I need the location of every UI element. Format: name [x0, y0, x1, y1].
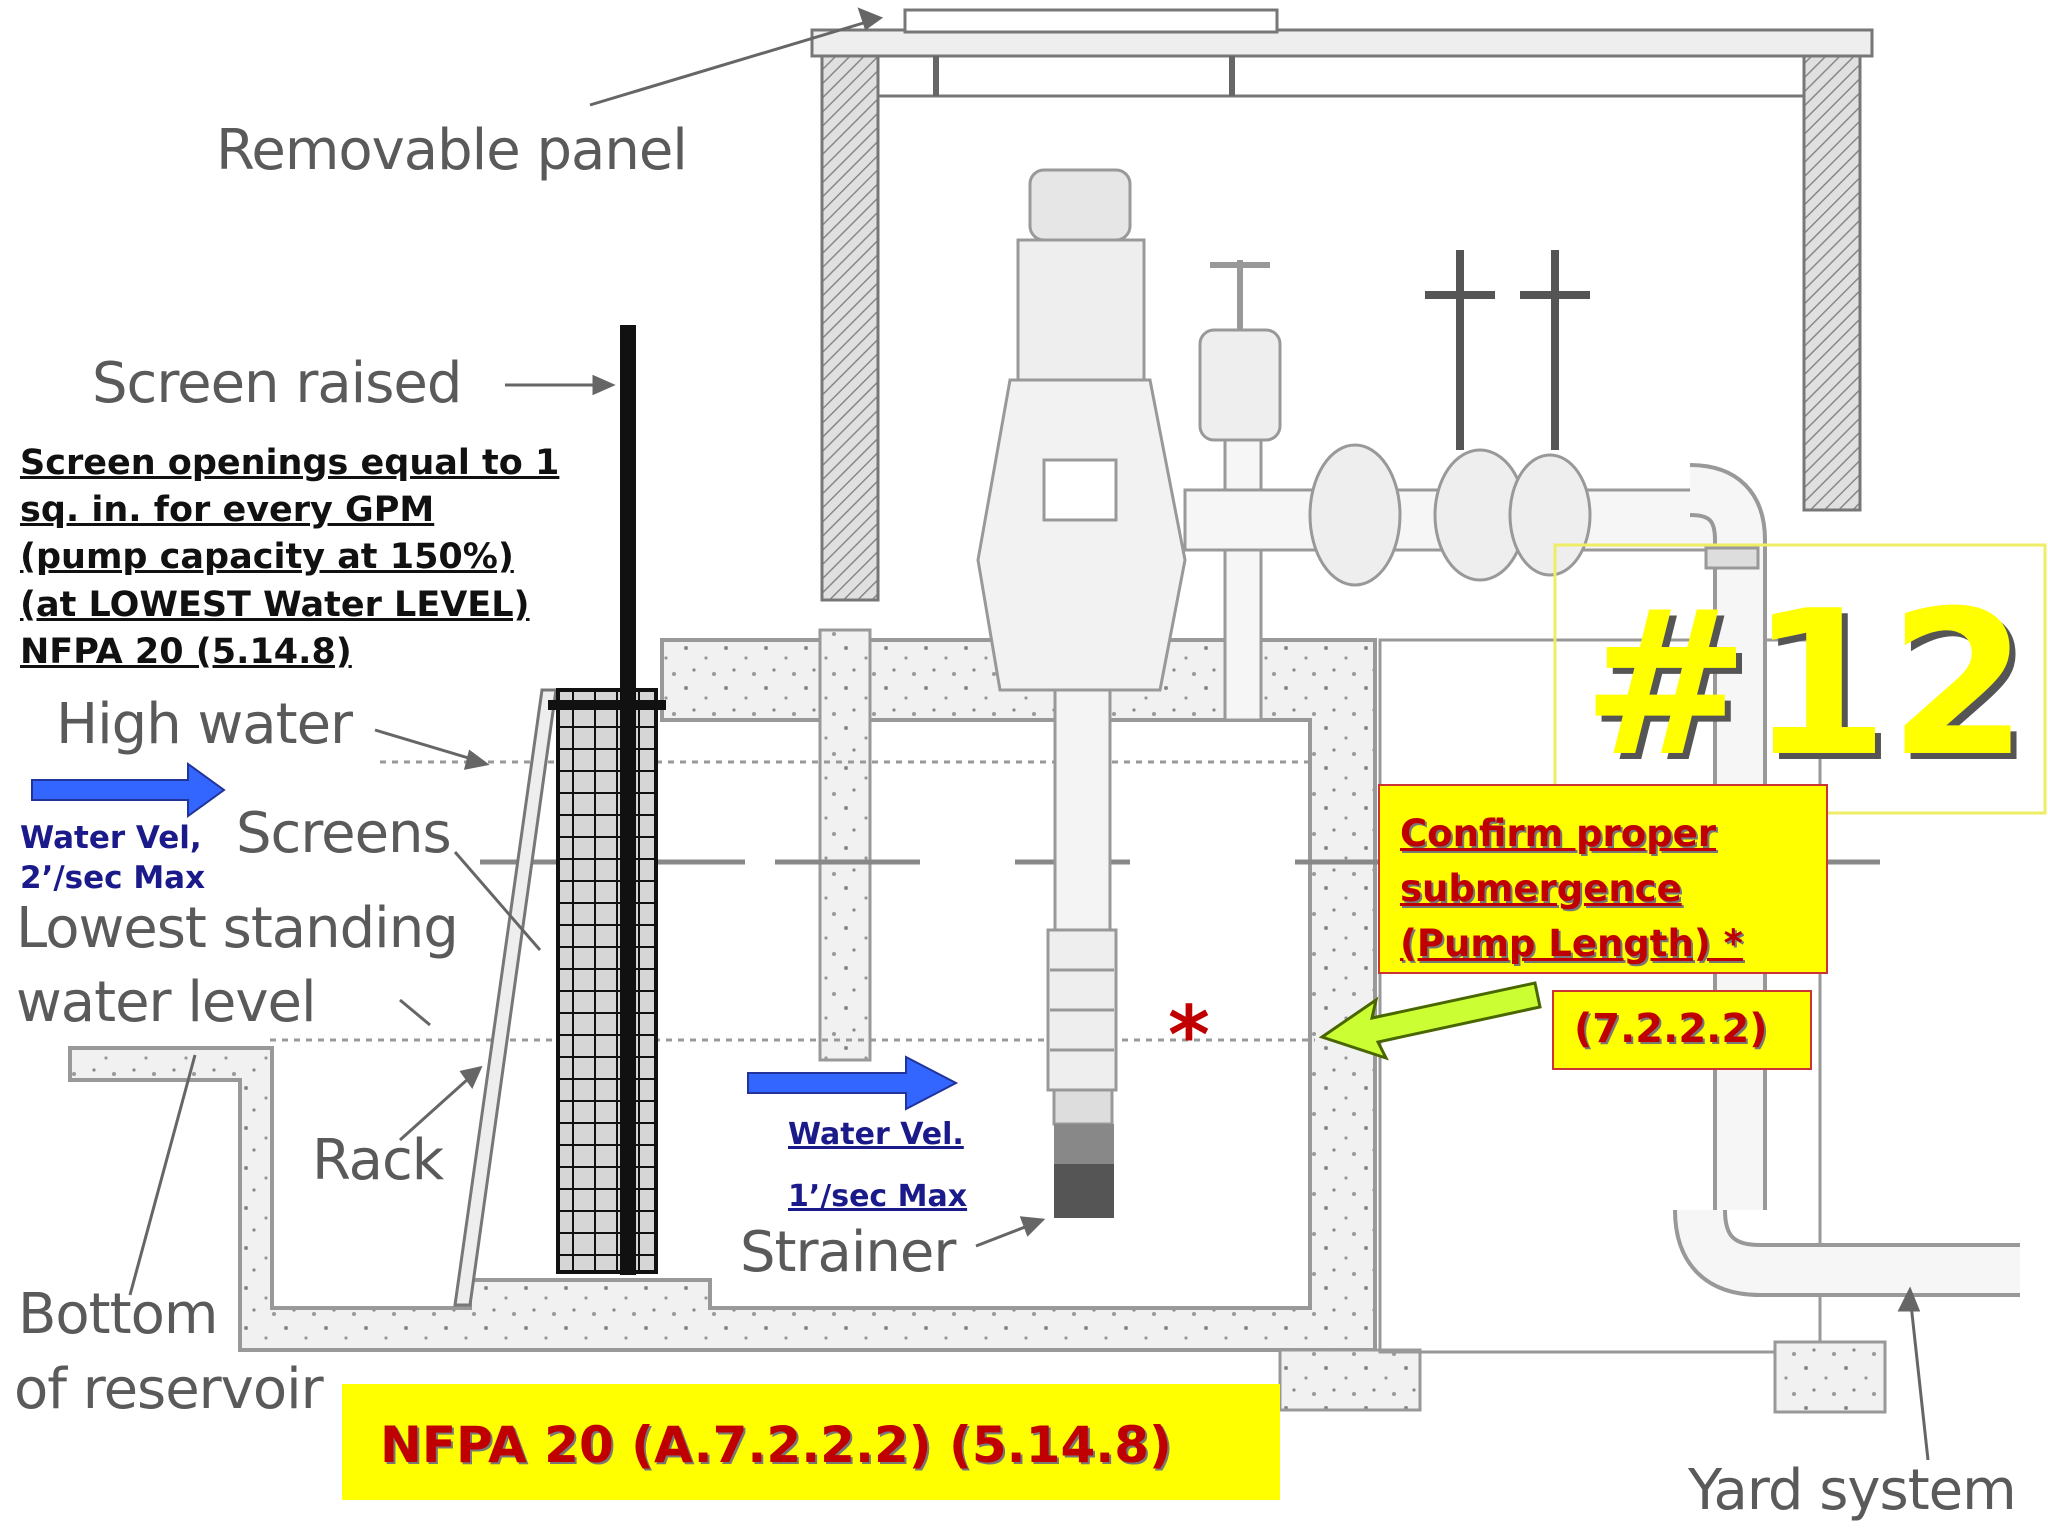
high-water-label: High water	[56, 692, 353, 757]
strainer	[1054, 1164, 1114, 1218]
footer-ref-box: NFPA 20 (A.7.2.2.2) (5.14.8)	[342, 1384, 1280, 1500]
removable-panel	[903, 8, 1279, 34]
sump-velocity-note: Water Vel. 1’/sec Max	[788, 1104, 967, 1228]
removable-panel-label: Removable panel	[216, 118, 688, 183]
lowest-standing-label-line2: water level	[16, 970, 317, 1035]
submergence-line: submergence	[1400, 867, 1682, 910]
bottom-of-reservoir-label-line2: of reservoir	[14, 1357, 324, 1422]
inlet-velocity-line: Water Vel,	[20, 820, 202, 856]
inlet-flow-arrow	[31, 762, 226, 818]
inlet-velocity-line: 2’/sec Max	[20, 860, 206, 896]
bottom-of-reservoir-label-line1: Bottom	[18, 1282, 218, 1347]
submergence-asterisk: *	[1168, 989, 1210, 1082]
screens-label: Screens	[236, 801, 452, 866]
screen-raised-label: Screen raised	[92, 351, 462, 416]
screen-note-line: (pump capacity at 150%)	[20, 537, 514, 577]
submergence-callout: Confirm proper submergence (Pump Length)…	[1378, 784, 1828, 974]
discharge-piping	[1183, 250, 2020, 1297]
screen-note-line: NFPA 20 (5.14.8)	[20, 632, 352, 672]
screen-note-line: Screen openings equal to 1	[20, 443, 560, 483]
sump-flow-arrow	[747, 1055, 959, 1111]
sump-velocity-line: Water Vel.	[788, 1117, 964, 1152]
pump-house	[810, 8, 1874, 602]
submergence-line: (Pump Length) *	[1400, 922, 1743, 965]
sump-velocity-line: 1’/sec Max	[788, 1179, 968, 1214]
lowest-standing-label-line1: Lowest standing	[16, 896, 459, 961]
screen-note-line: sq. in. for every GPM	[20, 490, 435, 530]
leader-lines	[128, 7, 1930, 1461]
inlet-velocity-note: Water Vel, 2’/sec Max	[20, 818, 205, 898]
section-ref-box: (7.2.2.2)	[1552, 990, 1812, 1070]
strainer-label: Strainer	[740, 1220, 956, 1285]
vertical-pump	[976, 168, 1187, 1218]
rack	[453, 688, 558, 1307]
section-ref: (7.2.2.2)	[1574, 1006, 1768, 1052]
screens-assembly	[548, 325, 666, 1275]
slide-number: #12	[1582, 568, 2028, 801]
submergence-line: Confirm proper	[1400, 812, 1716, 855]
submergence-arrow	[1318, 981, 1542, 1061]
footer-ref: NFPA 20 (A.7.2.2.2) (5.14.8)	[380, 1416, 1172, 1474]
screen-note-line: (at LOWEST Water LEVEL)	[20, 585, 530, 625]
yard-system-label: Yard system	[1688, 1458, 2017, 1523]
rack-label: Rack	[312, 1128, 444, 1193]
